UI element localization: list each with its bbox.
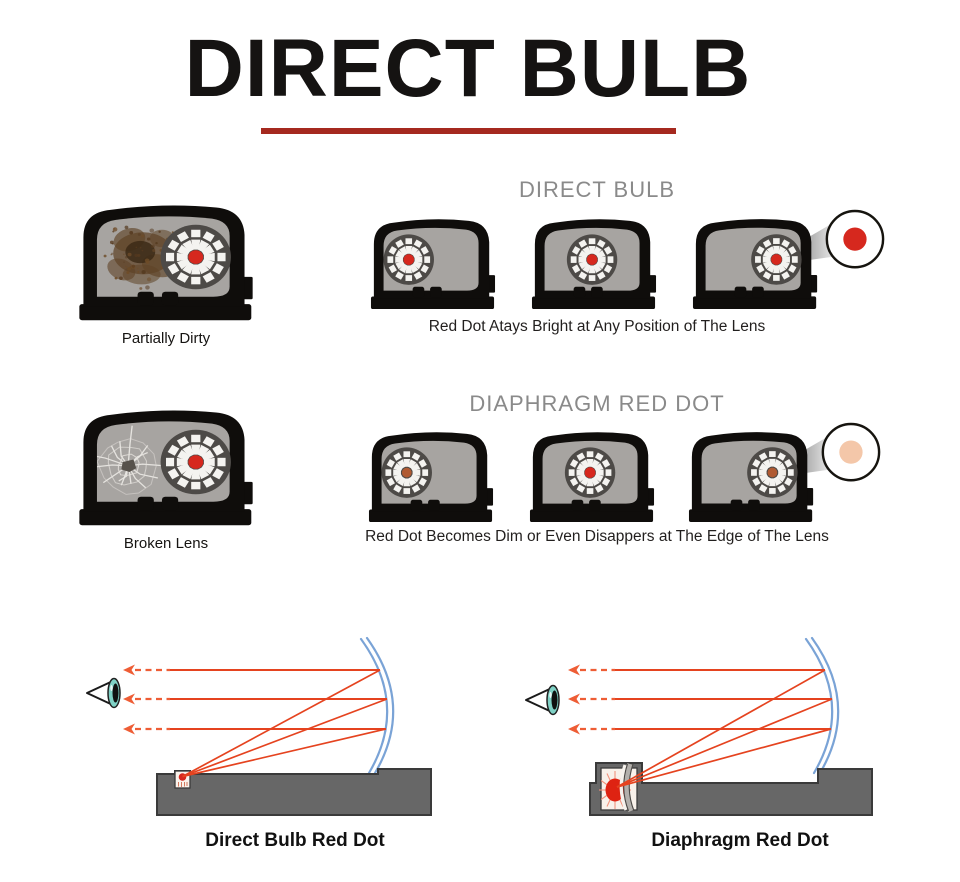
diaphragm-sight-2	[529, 428, 655, 525]
sight-base-plate	[79, 304, 252, 321]
red-dot	[403, 254, 415, 265]
direct-bulb-sight-2	[531, 215, 657, 312]
diaphragm-band	[623, 763, 634, 813]
diagram-direct-bulb-label: Direct Bulb Red Dot	[205, 830, 385, 851]
section-caption-direct-bulb: Red Dot Atays Bright at Any Position of …	[428, 318, 766, 335]
red-dot	[767, 467, 778, 478]
diaphragm-sight-1	[368, 428, 494, 525]
optical-diagram-diaphragm	[525, 636, 873, 816]
example-broken-lens-sight	[78, 405, 254, 529]
optical-diagram-direct	[86, 636, 432, 816]
title-underline	[261, 128, 676, 134]
sight-base-plate	[529, 509, 654, 523]
direct-bulb-sight-3-with-callout	[692, 207, 886, 312]
reticle-target	[751, 234, 802, 285]
red-dot-sight-illustration	[368, 432, 494, 523]
diagram-diaphragm-label: Diaphragm Red Dot	[651, 830, 829, 851]
light-ray-emitted	[182, 698, 388, 778]
ray-arrowhead	[123, 693, 135, 705]
dirt-overlay	[103, 225, 185, 290]
sight-base-plate	[368, 509, 493, 523]
sight-base-plate	[688, 509, 813, 522]
red-dot	[401, 467, 412, 478]
reticle-target	[383, 234, 434, 285]
section-heading-diaphragm: DIAPHRAGM RED DOT	[469, 391, 725, 416]
red-dot	[586, 254, 598, 265]
reticle-target	[381, 447, 432, 498]
direct-bulb-sight-1	[370, 215, 496, 312]
light-ray-emitted	[182, 669, 381, 778]
light-ray-emitted	[182, 728, 387, 778]
lens-arc	[804, 636, 840, 775]
diaphragm-emitter	[599, 763, 638, 813]
red-dot-sight-illustration	[370, 219, 496, 310]
section-heading-direct-bulb: DIRECT BULB	[518, 177, 676, 202]
sight-base	[156, 768, 432, 816]
red-dot	[771, 254, 782, 265]
red-dot-sight-illustration	[688, 422, 881, 522]
callout-dot	[843, 227, 867, 251]
sight-base-plate	[79, 509, 252, 526]
ray-arrowhead	[568, 723, 580, 735]
lens-arc	[359, 636, 395, 775]
red-dot	[188, 250, 204, 264]
example-partially-dirty-label: Partially Dirty	[121, 330, 211, 347]
red-dot-sight-illustration	[529, 432, 655, 523]
red-dot	[584, 467, 596, 478]
ray-arrowhead	[568, 664, 580, 676]
sight-base-plate	[692, 296, 817, 309]
light-ray-emitted	[616, 728, 832, 788]
eye-icon	[86, 677, 121, 709]
sight-base	[589, 762, 873, 816]
callout-dot	[839, 440, 863, 464]
light-ray-emitted	[616, 698, 833, 788]
example-partially-dirty-sight	[78, 200, 254, 324]
sight-base-plate	[370, 296, 495, 310]
red-dot-sight-illustration	[692, 209, 885, 309]
reticle-target	[566, 234, 618, 285]
red-dot	[188, 455, 204, 469]
page-title: DIRECT BULB	[184, 23, 752, 114]
eye-icon	[525, 684, 560, 716]
example-broken-lens-label: Broken Lens	[123, 535, 209, 552]
diagram-diaphragm	[520, 625, 910, 855]
diagram-direct-bulb	[75, 625, 465, 855]
section-caption-diaphragm: Red Dot Becomes Dim or Even Disappers at…	[365, 528, 829, 545]
reticle-target	[564, 447, 616, 498]
red-dot-sight-illustration	[79, 205, 253, 321]
reticle-target	[160, 224, 231, 290]
sight-base-plate	[531, 296, 656, 310]
diaphragm-sight-3-with-callout	[688, 420, 882, 525]
reticle-target	[160, 429, 231, 495]
red-dot-sight-illustration	[531, 219, 657, 310]
crack-overlay	[96, 425, 163, 495]
ray-arrowhead	[123, 723, 135, 735]
ray-arrowhead	[568, 693, 580, 705]
ray-arrowhead	[123, 664, 135, 676]
reticle-target	[747, 447, 798, 498]
red-dot-sight-illustration	[79, 410, 253, 526]
